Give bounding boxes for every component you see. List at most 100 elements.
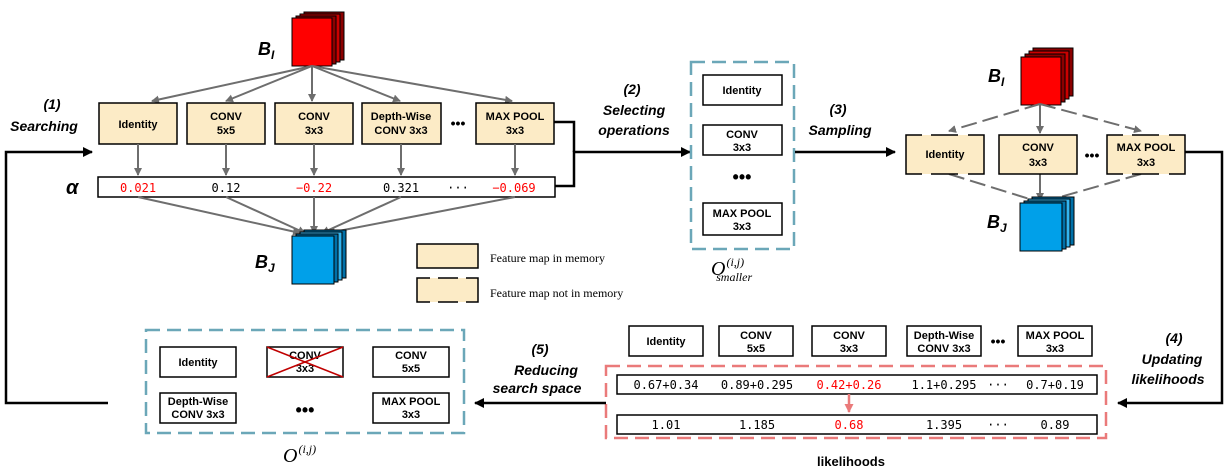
- reduced-op-conv3x3-removed: CONV 3x3: [266, 346, 344, 378]
- alpha-label: α: [66, 177, 80, 199]
- legend-not-in-memory-swatch: [416, 277, 479, 303]
- op-size: 5x5: [217, 125, 235, 137]
- sampling-ellipsis: •••: [1085, 147, 1100, 163]
- alpha-value: 0.021: [120, 181, 156, 195]
- arrow-step4: [1117, 150, 1224, 408]
- op-label: CONV: [298, 111, 330, 123]
- legend-not-in-memory-label: Feature map not in memory: [490, 286, 623, 300]
- reduced-op-maxpool: MAX POOL 3x3: [372, 392, 450, 424]
- svg-text:MAX POOL: MAX POOL: [1026, 330, 1085, 342]
- step4-number: (4): [1165, 330, 1182, 346]
- sampling-fanout: [948, 103, 1142, 202]
- lk-ellipsis: •••: [991, 333, 1006, 349]
- op-label: Depth-Wise: [371, 111, 431, 123]
- legend: Feature map in memory Feature map not in…: [416, 243, 623, 303]
- lk-row1-value: 0.67+0.34: [633, 378, 698, 392]
- lk-row1-value: 0.42+0.26: [816, 378, 881, 392]
- lk-row1-value: 1.1+0.295: [911, 378, 976, 392]
- smaller-set-dots: •••: [733, 167, 752, 187]
- lk-op-maxpool: MAX POOL 3x3: [1017, 325, 1093, 357]
- step1-number: (1): [43, 96, 60, 112]
- op-size: 3x3: [305, 125, 323, 137]
- op-size: 3x3: [506, 125, 524, 137]
- op-maxpool: MAX POOL 3x3: [475, 102, 555, 145]
- svg-text:Depth-Wise: Depth-Wise: [168, 396, 228, 408]
- smaller-op-conv3x3: CONV 3x3: [702, 124, 783, 156]
- block-bi-label: BI: [258, 39, 275, 62]
- fanin-arrows: [137, 196, 516, 236]
- op-label: CONV: [210, 111, 242, 123]
- svg-text:3x3: 3x3: [296, 363, 314, 375]
- svg-text:Identity: Identity: [178, 357, 218, 369]
- loop-arrow-step1: [4, 147, 108, 405]
- alpha-value: 0.321: [383, 181, 419, 195]
- op-conv3x3: CONV 3x3: [274, 102, 354, 145]
- lk-row1-value: 0.89+0.295: [721, 378, 793, 392]
- svg-text:CONV: CONV: [833, 330, 865, 342]
- legend-in-memory-label: Feature map in memory: [490, 251, 605, 265]
- smaller-set-frame: [689, 60, 796, 251]
- sampling-bi-label: BI: [988, 66, 1005, 89]
- ops-to-alpha-arrows: [134, 144, 519, 176]
- lk-op-depthwise: Depth-Wise CONV 3x3: [906, 325, 982, 357]
- ops-ellipsis: •••: [451, 115, 466, 131]
- lk-row1-value: 0.7+0.19: [1026, 378, 1084, 392]
- smaller-set-caption: O(i,j)smaller: [711, 255, 752, 284]
- step2-line1: Selecting: [603, 102, 666, 118]
- svg-text:3x3: 3x3: [733, 221, 751, 233]
- op-label: Identity: [118, 119, 158, 131]
- smaller-op-identity: Identity: [702, 74, 783, 106]
- svg-text:CONV: CONV: [395, 350, 427, 362]
- sampling-op-identity: Identity: [905, 134, 985, 175]
- step2-number: (2): [623, 81, 640, 97]
- lk-op-conv3x3: CONV 3x3: [811, 325, 887, 357]
- alpha-value: 0.12: [212, 181, 241, 195]
- svg-text:MAX POOL: MAX POOL: [382, 396, 441, 408]
- smaller-op-maxpool: MAX POOL 3x3: [702, 202, 783, 236]
- svg-text:MAX POOL: MAX POOL: [1117, 142, 1176, 154]
- arrow-step2-top: [554, 120, 576, 152]
- svg-text:Identity: Identity: [646, 336, 686, 348]
- svg-text:CONV 3x3: CONV 3x3: [917, 343, 970, 355]
- fanout-arrows: [151, 65, 513, 104]
- svg-text:CONV 3x3: CONV 3x3: [171, 409, 224, 421]
- reduced-op-depthwise: Depth-Wise CONV 3x3: [159, 392, 237, 424]
- step1-text: Searching: [10, 118, 78, 134]
- step4-line2: likelihoods: [1131, 371, 1204, 387]
- svg-text:CONV: CONV: [1022, 142, 1054, 154]
- lk-row2-value: 1.01: [652, 418, 681, 432]
- svg-text:Identity: Identity: [722, 85, 762, 97]
- lk-row1-bar: [616, 374, 1098, 395]
- reduced-set-frame: [144, 328, 466, 435]
- alpha-value: −0.22: [296, 181, 332, 195]
- svg-text:3x3: 3x3: [1046, 343, 1064, 355]
- step4-line1: Updating: [1142, 351, 1203, 367]
- alpha-value: −0.069: [492, 181, 535, 195]
- reduced-set-caption: O(i,j): [283, 442, 316, 467]
- step2-line2: operations: [598, 122, 670, 138]
- sampling-op-conv3x3: CONV 3x3: [998, 134, 1078, 175]
- lk-row2-ellipsis: ···: [987, 418, 1009, 432]
- removed-cross-mark: [266, 346, 344, 378]
- svg-text:3x3: 3x3: [840, 343, 858, 355]
- step3-number: (3): [829, 101, 846, 117]
- likelihoods-caption: likelihoods: [817, 454, 885, 469]
- step3-text: Sampling: [808, 122, 871, 138]
- block-bj-stack: [291, 229, 347, 285]
- op-size: CONV 3x3: [374, 125, 427, 137]
- lk-op-conv5x5: CONV 5x5: [718, 325, 794, 357]
- sampling-bj-stack: [1019, 196, 1075, 252]
- svg-text:5x5: 5x5: [747, 343, 765, 355]
- svg-text:3x3: 3x3: [1029, 157, 1047, 169]
- lk-op-identity: Identity: [628, 325, 704, 357]
- sampling-op-maxpool: MAX POOL 3x3: [1106, 134, 1186, 175]
- svg-text:Depth-Wise: Depth-Wise: [914, 330, 974, 342]
- reduced-op-identity: Identity: [159, 346, 237, 378]
- sampling-bi-stack: [1020, 47, 1074, 106]
- lk-row2-value: 0.89: [1041, 418, 1070, 432]
- svg-text:CONV: CONV: [289, 350, 321, 362]
- lk-row2-value: 1.185: [739, 418, 775, 432]
- svg-text:5x5: 5x5: [402, 363, 420, 375]
- lk-row1-ellipsis: ···: [987, 378, 1009, 392]
